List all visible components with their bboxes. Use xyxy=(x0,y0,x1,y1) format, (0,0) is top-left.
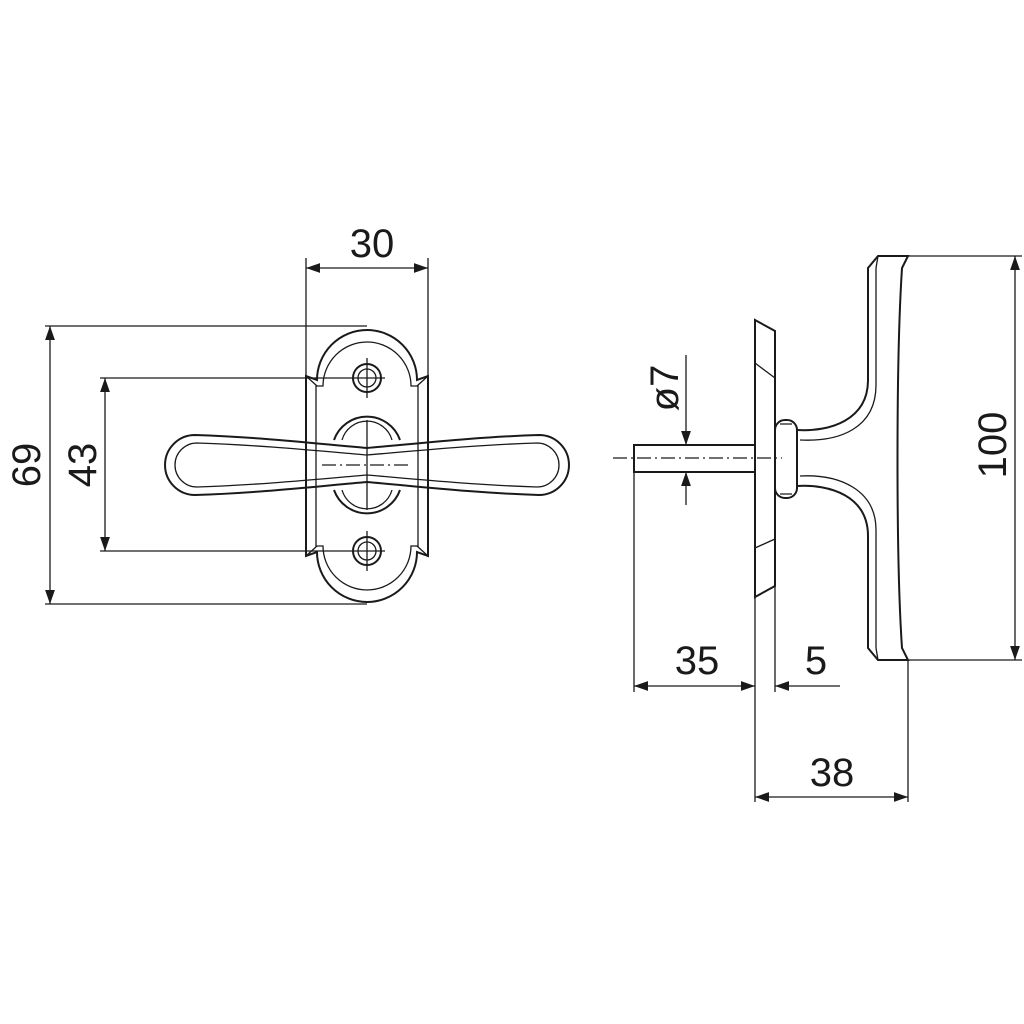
dimension-spindle-length-35: 35 xyxy=(675,639,720,683)
side-view: ø7 35 5 38 100 xyxy=(613,255,1022,802)
collar xyxy=(774,419,798,499)
rosette-plate xyxy=(305,329,429,603)
dimension-spindle-diameter: ø7 xyxy=(643,365,687,412)
handle-side xyxy=(796,255,910,661)
lever-handle xyxy=(164,420,570,510)
side-dimension-lines xyxy=(633,255,1022,802)
dimension-projection-38: 38 xyxy=(810,751,855,795)
dimension-width-30: 30 xyxy=(350,222,395,266)
front-dimension-lines xyxy=(45,258,429,605)
screw-hole-bottom xyxy=(349,531,385,571)
dimension-handle-100: 100 xyxy=(971,412,1015,479)
front-view: 30 69 43 xyxy=(5,222,570,605)
dimension-hole-spacing-43: 43 xyxy=(61,443,105,488)
dimension-height-69: 69 xyxy=(5,443,49,488)
screw-hole-top xyxy=(349,358,385,398)
dimension-rosette-5: 5 xyxy=(805,639,827,683)
